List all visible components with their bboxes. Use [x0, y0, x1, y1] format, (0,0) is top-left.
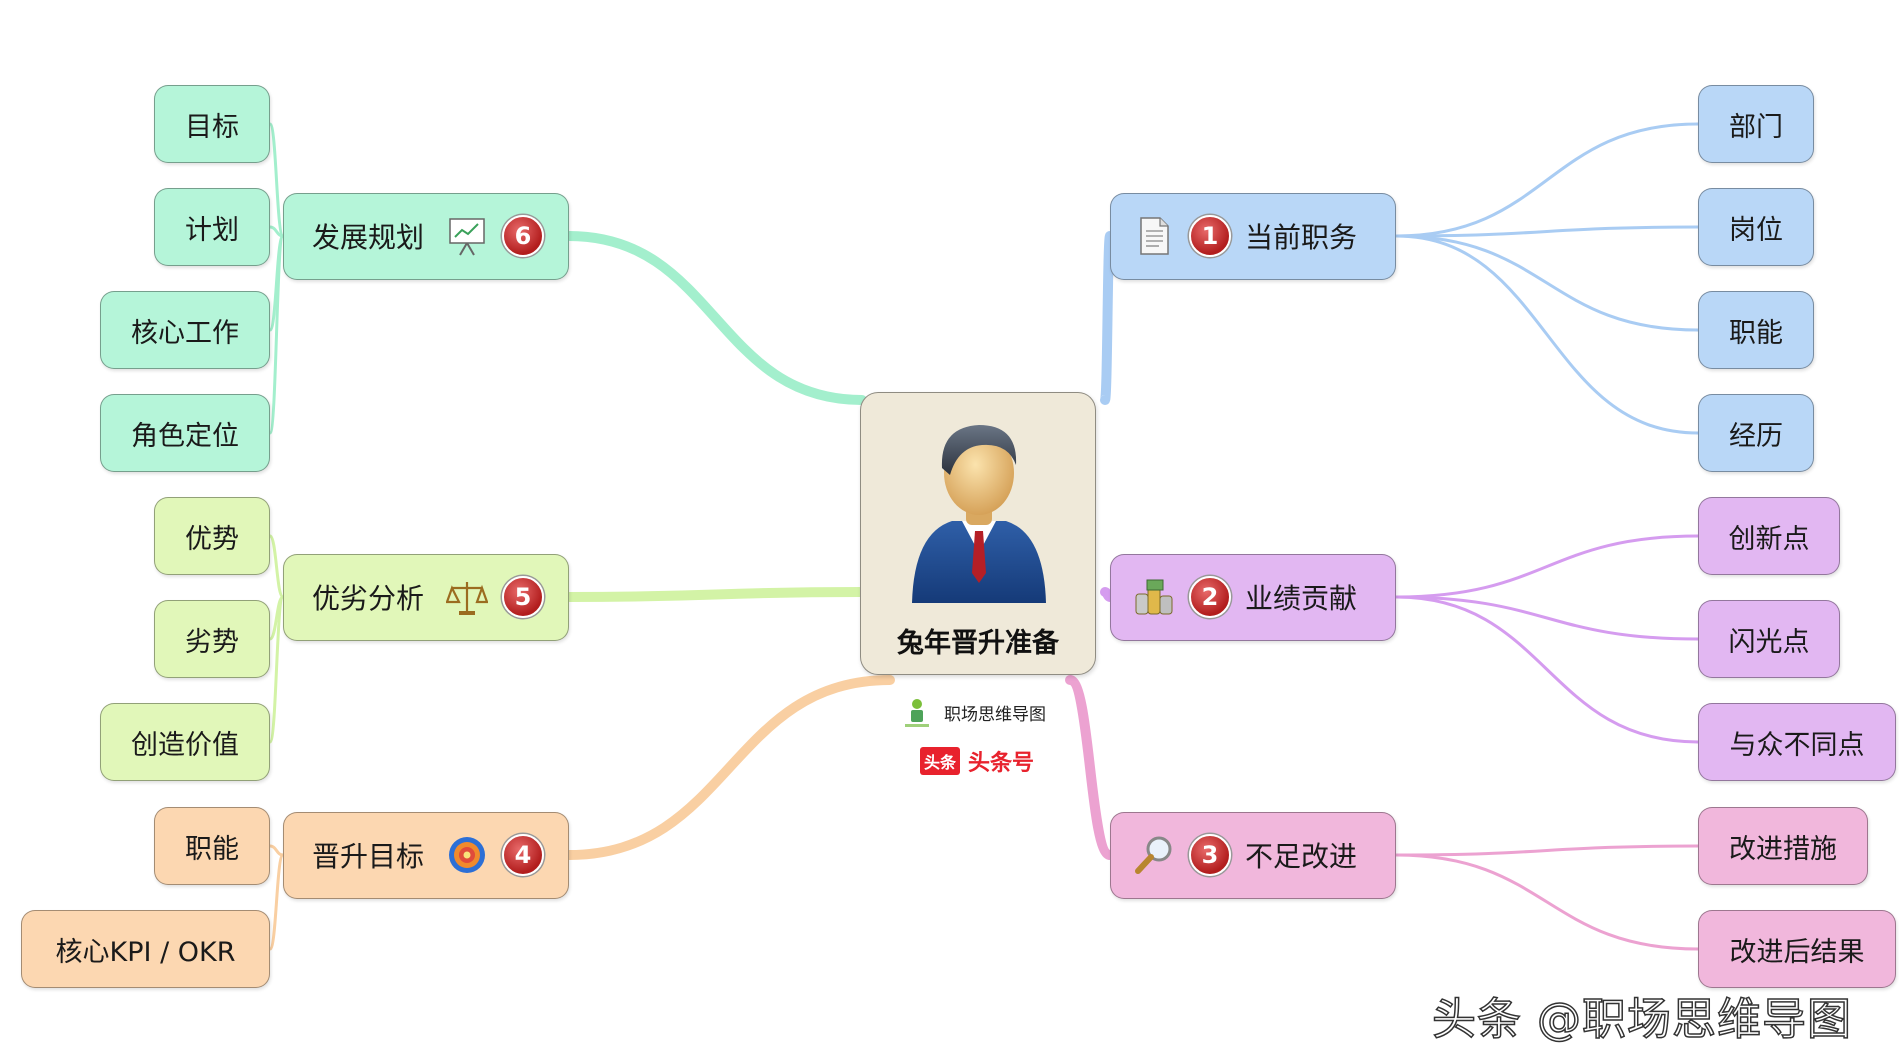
magnifier-icon — [1133, 834, 1175, 876]
toutiao-brand: 头条 头条号 — [920, 745, 1034, 777]
scales-icon — [446, 576, 489, 618]
target-icon — [446, 834, 488, 876]
child-connector — [1395, 844, 1699, 857]
branch-label: 当前职务 — [1245, 221, 1358, 254]
branch-b6[interactable]: 发展规划 6 — [283, 192, 569, 280]
mindmap-brand-label: 职场思维导图 — [944, 704, 1046, 725]
subtopic-node[interactable]: 与众不同点 — [1698, 703, 1896, 781]
subtopic-node[interactable]: 职能 — [1698, 291, 1814, 369]
subtopic-node[interactable]: 创造价值 — [100, 703, 270, 781]
priority-badge: 4 — [502, 834, 545, 876]
branch-b4[interactable]: 晋升目标 4 — [283, 811, 569, 899]
subtopic-node[interactable]: 劣势 — [154, 600, 270, 678]
subtopic-node[interactable]: 创新点 — [1698, 497, 1840, 575]
central-topic-title: 兔年晋升准备 — [897, 628, 1059, 659]
subtopic-node[interactable]: 核心工作 — [100, 291, 270, 369]
child-connector — [1395, 122, 1699, 238]
priority-badge: 2 — [1189, 576, 1231, 618]
child-connector — [268, 122, 285, 238]
branch-label: 优劣分析 — [312, 582, 425, 615]
branch-label: 晋升目标 — [312, 840, 425, 873]
child-connector — [1395, 595, 1699, 641]
subtopic-node[interactable]: 经历 — [1698, 394, 1814, 472]
toutiao-brand-label: 头条号 — [968, 751, 1035, 776]
subtopic-node[interactable]: 角色定位 — [100, 394, 270, 472]
branch-connector-b5 — [564, 587, 867, 602]
subtopic-node[interactable]: 目标 — [154, 85, 270, 163]
brand-logo-icon — [905, 699, 929, 727]
branch-connector-b1 — [1100, 231, 1115, 405]
central-topic[interactable]: 兔年晋升准备 — [860, 392, 1096, 675]
child-connector — [1395, 853, 1699, 951]
document-icon — [1133, 215, 1175, 257]
child-connector — [269, 844, 284, 857]
branch-connector-b6 — [564, 231, 867, 405]
subtopic-node[interactable]: 改进措施 — [1698, 807, 1868, 885]
branch-b5[interactable]: 优劣分析 5 — [283, 553, 569, 641]
child-connector — [1395, 234, 1699, 332]
child-connector — [268, 595, 285, 744]
subtopic-node[interactable]: 改进后结果 — [1698, 910, 1896, 988]
presentation-icon — [446, 215, 488, 257]
businessman-icon — [912, 425, 1046, 603]
coins-icon — [1133, 576, 1175, 618]
subtopic-node[interactable]: 计划 — [154, 188, 270, 266]
priority-badge: 1 — [1189, 215, 1231, 257]
subtopic-node[interactable]: 核心KPI / OKR — [21, 910, 270, 988]
priority-badge: 3 — [1189, 834, 1231, 876]
branch-b3[interactable]: 3 不足改进 — [1110, 811, 1396, 899]
child-connector — [268, 853, 285, 951]
watermark: 头条 @职场思维导图 — [1431, 993, 1852, 1046]
priority-badge: 5 — [502, 576, 545, 618]
child-connector — [1395, 595, 1699, 744]
branch-label: 业绩贡献 — [1245, 582, 1358, 615]
branch-label: 发展规划 — [312, 221, 425, 254]
subtopic-node[interactable]: 部门 — [1698, 85, 1814, 163]
toutiao-logo-box: 头条 — [920, 747, 961, 775]
branch-b2[interactable]: 2 业绩贡献 — [1110, 553, 1396, 641]
child-connector — [1395, 234, 1699, 435]
branch-connector-b2 — [1100, 587, 1115, 602]
branch-connector-b3 — [1065, 675, 1115, 860]
child-connector — [1395, 225, 1699, 238]
child-connector — [268, 534, 285, 599]
mindmap-brand: 职场思维导图 — [900, 695, 1046, 729]
child-connector — [1395, 534, 1699, 599]
priority-badge: 6 — [502, 215, 545, 257]
branch-connector-b4 — [564, 675, 895, 860]
branch-b1[interactable]: 1 当前职务 — [1110, 192, 1396, 280]
subtopic-node[interactable]: 职能 — [154, 807, 270, 885]
subtopic-node[interactable]: 优势 — [154, 497, 270, 575]
subtopic-node[interactable]: 岗位 — [1698, 188, 1814, 266]
child-connector — [268, 234, 285, 435]
branch-label: 不足改进 — [1245, 840, 1358, 873]
subtopic-node[interactable]: 闪光点 — [1698, 600, 1840, 678]
